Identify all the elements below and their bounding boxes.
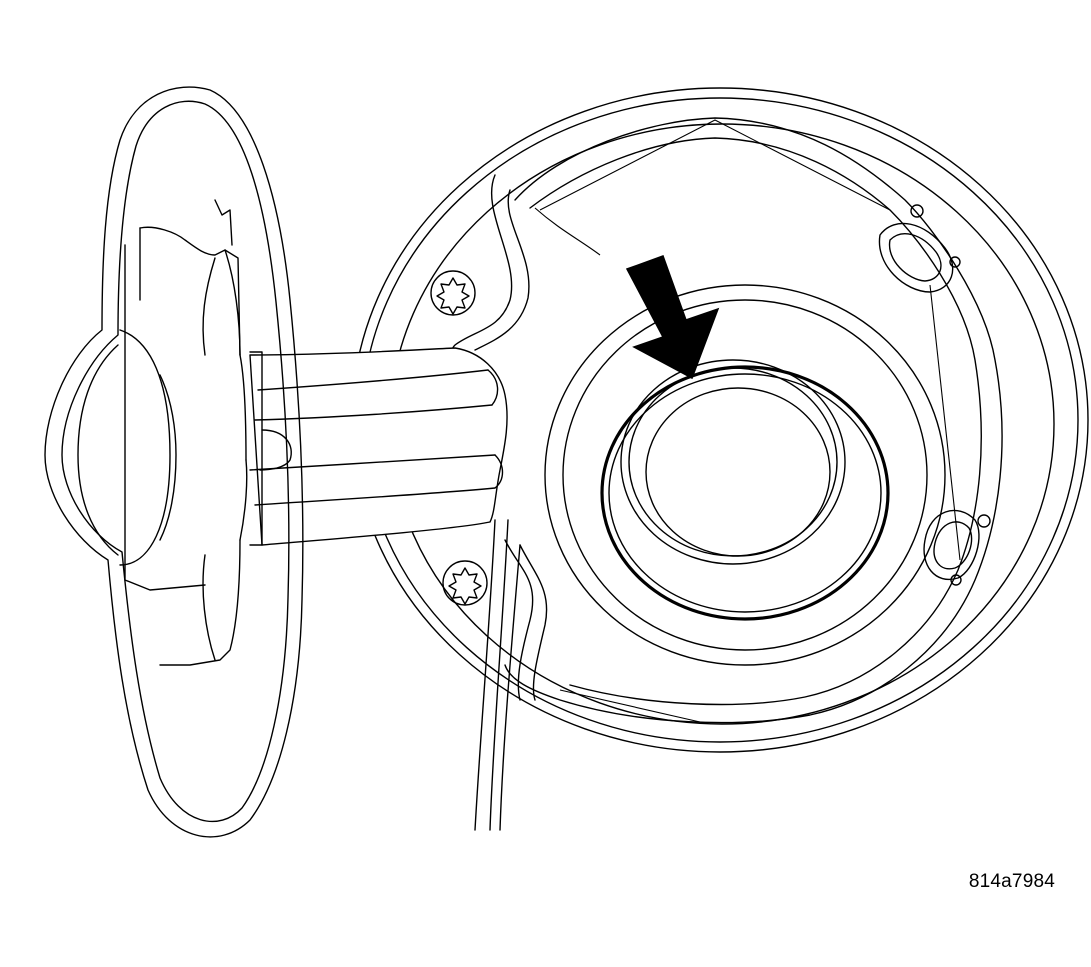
torx-screw-lower-icon (442, 560, 488, 606)
latch-pad-lower (923, 509, 991, 586)
torx-screw-upper-icon (430, 270, 476, 316)
callout-arrow-icon (625, 255, 720, 380)
fuel-door (44, 86, 304, 838)
hinge-strap (249, 347, 521, 831)
filler-neck-seal-ring (600, 365, 890, 621)
figure-reference-id: 814a7984 (968, 871, 1055, 892)
filler-neck (620, 359, 846, 565)
latch-pad-upper (878, 204, 961, 293)
